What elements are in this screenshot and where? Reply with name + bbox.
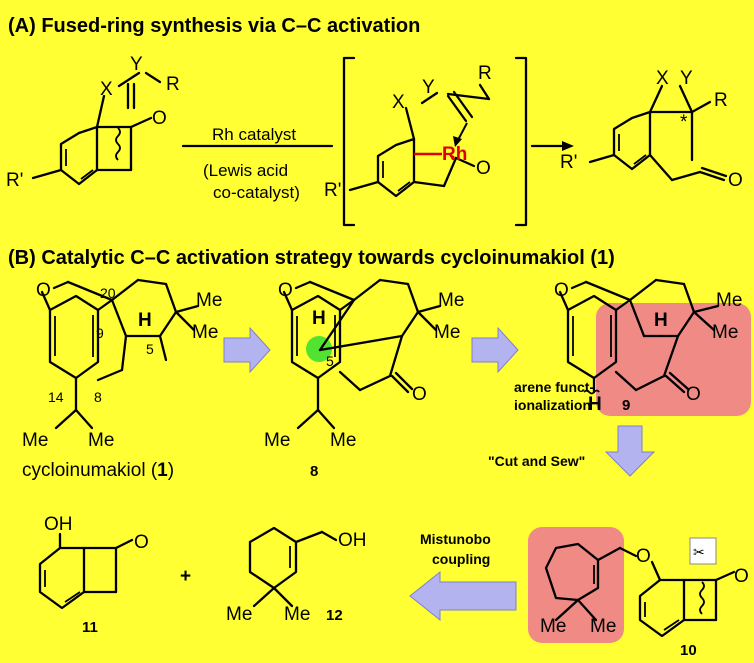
bracket-right <box>514 56 528 227</box>
compound-11: OH O 11 <box>38 514 149 636</box>
label-c20: 20 <box>100 285 116 301</box>
atom-r-prod: R <box>714 90 728 111</box>
retro-arrow-down <box>604 425 656 477</box>
atom-o-8: O <box>278 280 293 301</box>
reaction-arrow-a: Rh catalyst (Lewis acid co-catalyst) <box>181 125 334 202</box>
atom-h-1: H <box>138 310 152 331</box>
atom-rprime: R' <box>6 170 23 191</box>
label-12: 12 <box>326 607 343 624</box>
atom-o-prod: O <box>728 170 743 191</box>
label-c5: 5 <box>146 341 154 357</box>
arrow-condition-2: (Lewis acid <box>203 161 288 180</box>
me-1b: Me <box>192 322 218 343</box>
compound-10: Me Me O O 10 ✂ <box>540 537 749 659</box>
atom-r-int: R <box>478 63 492 84</box>
me-9b: Me <box>712 322 738 343</box>
atom-h-9: H <box>654 310 668 331</box>
me-10b: Me <box>590 616 616 637</box>
atom-o-10: O <box>636 546 651 567</box>
substrate-a: X Y R O R' <box>6 54 180 191</box>
label-c9: 9 <box>96 325 104 341</box>
label-c14: 14 <box>48 389 64 405</box>
label-c5-8: 5 <box>326 353 334 369</box>
label-9: 9 <box>622 397 630 414</box>
retro-arrow-2 <box>471 326 519 374</box>
highlight-box-9 <box>596 303 751 416</box>
cmpd1-name: cycloinumakiol (1) <box>22 460 174 481</box>
mitsunobo-label-1: Mistunobo <box>420 531 491 547</box>
section-a-title: (A) Fused-ring synthesis via C–C activat… <box>8 15 420 37</box>
me-8c: Me <box>264 430 290 451</box>
atom-rprime-prod: R' <box>560 152 577 173</box>
atom-rprime-int: R' <box>324 180 341 201</box>
atom-o: O <box>152 108 167 129</box>
me-1d: Me <box>88 430 114 451</box>
me-1a: Me <box>196 290 222 311</box>
atom-oh-12: OH <box>338 530 367 551</box>
me-9a: Me <box>716 290 742 311</box>
retro-arrow-left <box>409 570 517 622</box>
retro-arrow-1 <box>223 326 271 374</box>
label-10: 10 <box>680 642 697 659</box>
scissors-glyph: ✂ <box>693 544 705 560</box>
atom-o-9: O <box>554 280 569 301</box>
me-8a: Me <box>438 290 464 311</box>
atom-rh: Rh <box>442 144 467 165</box>
atom-o-1: O <box>36 280 51 301</box>
atom-o-11: O <box>134 532 149 553</box>
me-12b: Me <box>284 604 310 625</box>
fused-product: X Y R * O R' <box>560 68 743 191</box>
atom-o-9b: O <box>686 384 701 405</box>
atom-x: X <box>100 79 113 100</box>
me-8d: Me <box>330 430 356 451</box>
cut-and-sew-label: "Cut and Sew" <box>488 453 585 469</box>
compound-9: O H Me Me O H 9 arene funct- ionalizatio… <box>514 278 742 415</box>
atom-r: R <box>166 74 180 95</box>
arrow-condition-1: Rh catalyst <box>212 125 296 144</box>
compound-8: O H 5 Me Me O Me Me 8 <box>264 278 464 480</box>
rh-intermediate: X Y R Rh O R' <box>324 63 492 201</box>
atom-oh-11: OH <box>44 514 73 535</box>
label-c8: 8 <box>94 389 102 405</box>
atom-h-9b: H <box>588 394 602 415</box>
arrow-condition-3: co-catalyst) <box>213 183 300 202</box>
atom-o-8b: O <box>412 384 427 405</box>
arene-note-2: ionalization <box>514 397 591 413</box>
reaction-arrow-a2 <box>530 141 574 151</box>
me-8b: Me <box>434 322 460 343</box>
arene-note-1: arene funct- <box>514 379 594 395</box>
me-10a: Me <box>540 616 566 637</box>
compound-1: O 20 9 H 5 Me Me 14 8 Me Me cycloinumaki… <box>22 278 222 481</box>
mitsunobo-label-2: coupling <box>432 551 490 567</box>
label-8: 8 <box>310 463 318 480</box>
atom-y: Y <box>130 54 143 75</box>
atom-o-int: O <box>476 158 491 179</box>
atom-x-int: X <box>392 92 405 113</box>
scissors-icon <box>689 537 717 565</box>
atom-h-8: H <box>312 308 326 329</box>
section-b-title: (B) Catalytic C–C activation strategy to… <box>8 247 615 269</box>
atom-y-prod: Y <box>680 68 693 89</box>
me-12a: Me <box>226 604 252 625</box>
label-11: 11 <box>82 619 98 636</box>
plus-sign: + <box>180 566 191 587</box>
me-1c: Me <box>22 430 48 451</box>
atom-o-10b: O <box>734 566 749 587</box>
stereo-star: * <box>680 112 688 133</box>
atom-y-int: Y <box>422 77 435 98</box>
bracket-left <box>342 56 356 227</box>
atom-x-prod: X <box>656 68 669 89</box>
compound-12: OH Me Me 12 <box>226 526 367 625</box>
